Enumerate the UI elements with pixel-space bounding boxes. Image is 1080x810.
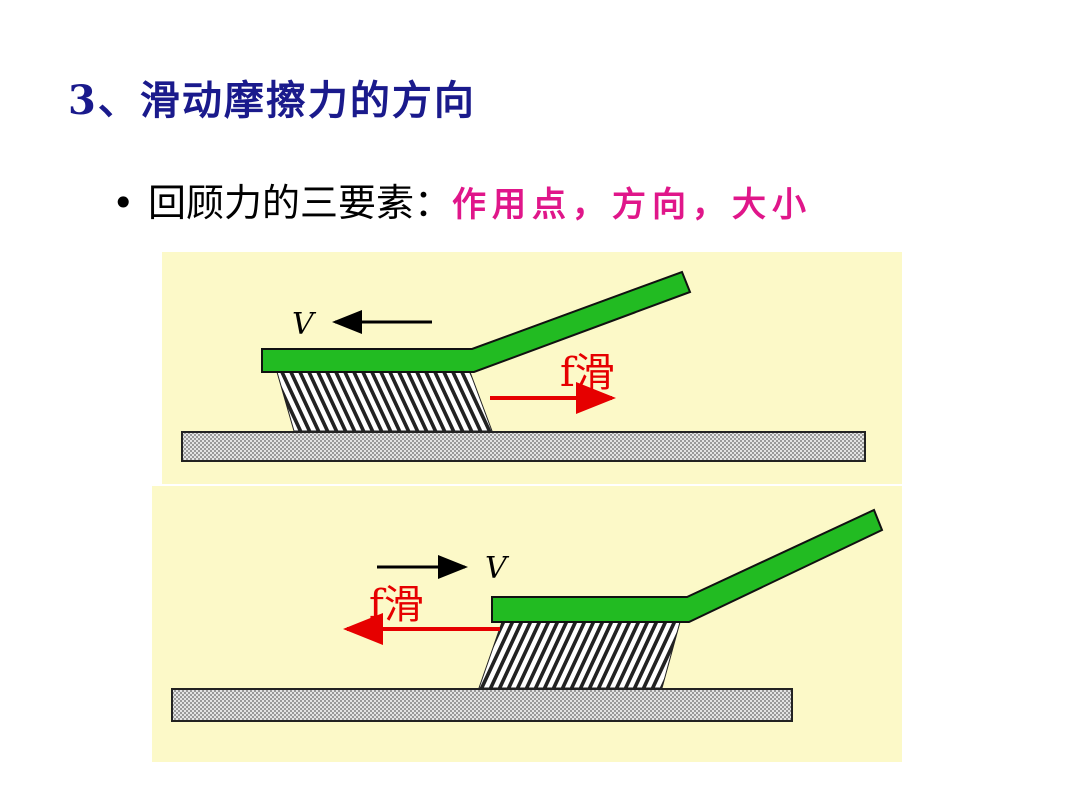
bullet-dot: • <box>112 181 135 225</box>
friction-label: f滑 <box>369 582 424 628</box>
panel-bottom: V f滑 <box>152 486 902 762</box>
brush-handle <box>261 270 692 373</box>
bullet-item: • 回顾力的三要素：作用点，方向，大小 <box>112 172 812 227</box>
velocity-label: V <box>292 307 317 342</box>
ground-surface <box>181 431 866 462</box>
velocity-label: V <box>485 551 510 586</box>
bullet-highlight: 作用点，方向，大小 <box>452 185 813 225</box>
brush-handle <box>491 508 884 623</box>
brush-bristles <box>478 621 681 689</box>
ground-surface <box>171 688 793 722</box>
brush-bristles <box>276 371 493 432</box>
panel-top: V f滑 <box>162 252 902 484</box>
friction-label: f滑 <box>560 350 615 396</box>
friction-diagram: V f滑 V f滑 <box>152 252 902 762</box>
slide-title: 3、滑动摩擦力的方向 <box>68 77 476 124</box>
bullet-text: 回顾力的三要素： <box>148 181 453 225</box>
